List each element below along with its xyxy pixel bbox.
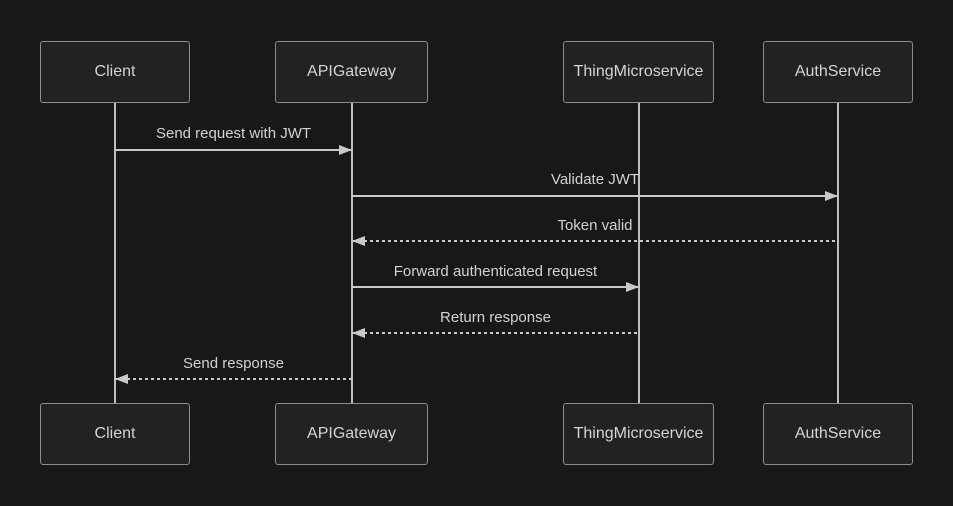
message-label-validate-jwt: Validate JWT xyxy=(550,171,640,188)
actor-label-client: Client xyxy=(94,63,136,80)
actor-box-authservice-top: AuthService xyxy=(763,41,913,103)
message-line-forward-authenticated-request xyxy=(352,286,639,288)
actor-label-authservice: AuthService xyxy=(794,63,882,80)
actor-label-apigateway: APIGateway xyxy=(307,425,396,442)
lifeline-authservice xyxy=(837,103,839,403)
actor-label-apigateway: APIGateway xyxy=(307,63,396,80)
lifeline-client xyxy=(114,103,116,403)
message-label-return-response: Return response xyxy=(440,309,551,326)
message-label-send-request-with-jwt: Send request with JWT xyxy=(155,125,312,142)
message-label-forward-authenticated-request: Forward authenticated request xyxy=(393,263,598,280)
actor-label-thingmicroservice: ThingMicroservice xyxy=(573,63,704,80)
message-label-send-response: Send response xyxy=(183,355,284,372)
actor-label-authservice: AuthService xyxy=(794,425,882,442)
message-line-send-response xyxy=(115,378,352,380)
actor-box-apigateway-top: APIGateway xyxy=(275,41,428,103)
message-label-token-valid: Token valid xyxy=(557,217,633,234)
actor-box-apigateway-bottom: APIGateway xyxy=(275,403,428,465)
lifeline-apigateway xyxy=(351,103,353,403)
actor-box-client-top: Client xyxy=(40,41,190,103)
actor-box-authservice-bottom: AuthService xyxy=(763,403,913,465)
actor-label-thingmicroservice: ThingMicroservice xyxy=(573,425,704,442)
arrowhead-left-icon xyxy=(352,328,365,338)
arrowhead-left-icon xyxy=(352,236,365,246)
actor-label-client: Client xyxy=(94,425,136,442)
lifeline-thingmicroservice xyxy=(638,103,640,403)
arrowhead-right-icon xyxy=(339,145,352,155)
arrowhead-right-icon xyxy=(825,191,838,201)
actor-box-thingmicroservice-bottom: ThingMicroservice xyxy=(563,403,714,465)
actor-box-client-bottom: Client xyxy=(40,403,190,465)
message-line-return-response xyxy=(352,332,639,334)
message-line-send-request-with-jwt xyxy=(115,149,352,151)
arrowhead-right-icon xyxy=(626,282,639,292)
arrowhead-left-icon xyxy=(115,374,128,384)
actor-box-thingmicroservice-top: ThingMicroservice xyxy=(563,41,714,103)
message-line-token-valid xyxy=(352,240,838,242)
message-line-validate-jwt xyxy=(352,195,838,197)
